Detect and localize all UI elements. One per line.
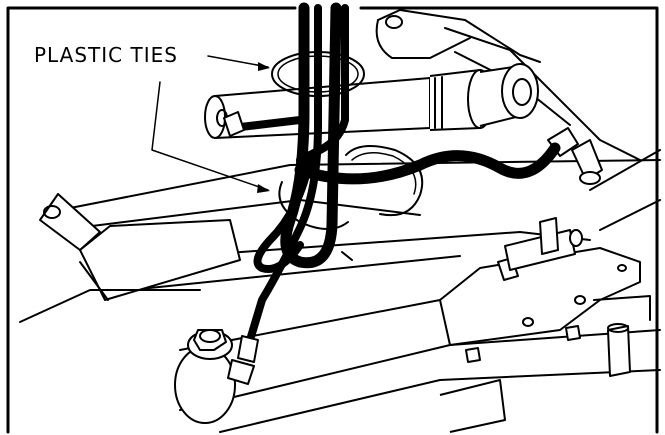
lower-axle	[174, 289, 661, 433]
right-post	[589, 149, 661, 377]
figure-border	[6, 6, 659, 434]
plastic-ties-label: PLASTIC TIES	[34, 43, 178, 67]
right-mounting-plate	[439, 217, 641, 433]
plastic-tie-lower	[278, 145, 424, 261]
plastic-tie-upper	[271, 51, 365, 97]
hose-end-fittings	[223, 111, 259, 385]
left-arm	[19, 193, 241, 323]
hydraulic-hoses	[228, 2, 561, 344]
right-hose-fitting	[547, 127, 603, 185]
